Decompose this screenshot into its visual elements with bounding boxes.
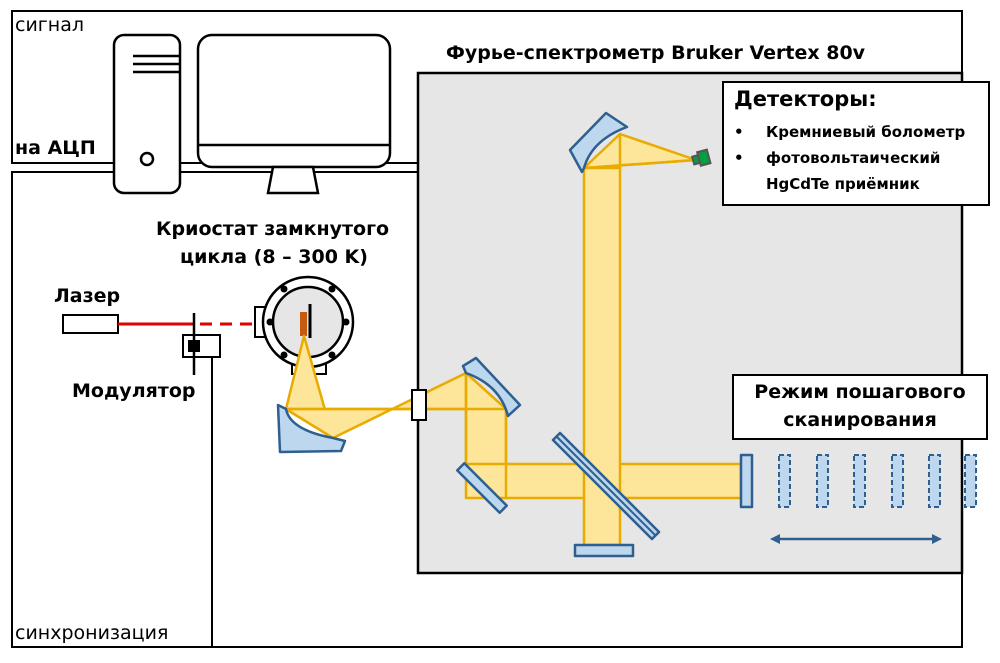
- sync-label: синхронизация: [15, 622, 169, 644]
- laser-label: Лазер: [54, 285, 121, 307]
- spectrometer-window: [411, 389, 427, 421]
- bullet-1: •: [734, 123, 744, 141]
- step-positions: [778, 454, 977, 508]
- detectors-title: Детекторы:: [734, 87, 877, 111]
- adc-label: на АЦП: [15, 137, 96, 159]
- detector-icon: [690, 148, 712, 167]
- laser-icon: [62, 314, 119, 334]
- spectrometer-title: Фурье-спектрометр Bruker Vertex 80v: [446, 42, 866, 64]
- moving-mirror: [739, 453, 754, 509]
- cryostat-label-line1: Криостат замкнутого: [156, 218, 390, 240]
- detector-item-2-line1: фотовольтаический: [766, 149, 941, 167]
- cryostat-label-line2: цикла (8 – 300 K): [180, 246, 368, 268]
- monitor-icon: [196, 33, 392, 195]
- scan-direction-arrow-icon: [770, 534, 942, 544]
- parabolic-mirror-detector: [568, 111, 629, 174]
- parabolic-mirror-cryostat: [276, 403, 347, 454]
- modulator-label: Модулятор: [72, 380, 196, 402]
- sample: [300, 312, 307, 336]
- scan-mode-box: Режим пошагового сканирования: [732, 374, 988, 440]
- scan-mode-line1: Режим пошагового: [754, 381, 966, 403]
- scan-mode-line2: сканирования: [783, 409, 937, 431]
- detectors-box: Детекторы: • Кремниевый болометр • фотов…: [722, 81, 990, 206]
- flat-mirror: [456, 462, 508, 514]
- detector-item-1: Кремниевый болометр: [766, 123, 966, 141]
- fixed-mirror: [573, 543, 635, 558]
- bullet-2: •: [734, 149, 744, 167]
- detector-item-2-line2: HgCdTe приёмник: [766, 175, 920, 193]
- modulator-icon: [182, 313, 221, 647]
- signal-label: сигнал: [15, 14, 84, 36]
- computer-tower-icon: [112, 33, 182, 195]
- mirrors: [276, 111, 754, 558]
- beamsplitter: [551, 431, 661, 541]
- parabolic-mirror-input: [461, 356, 522, 418]
